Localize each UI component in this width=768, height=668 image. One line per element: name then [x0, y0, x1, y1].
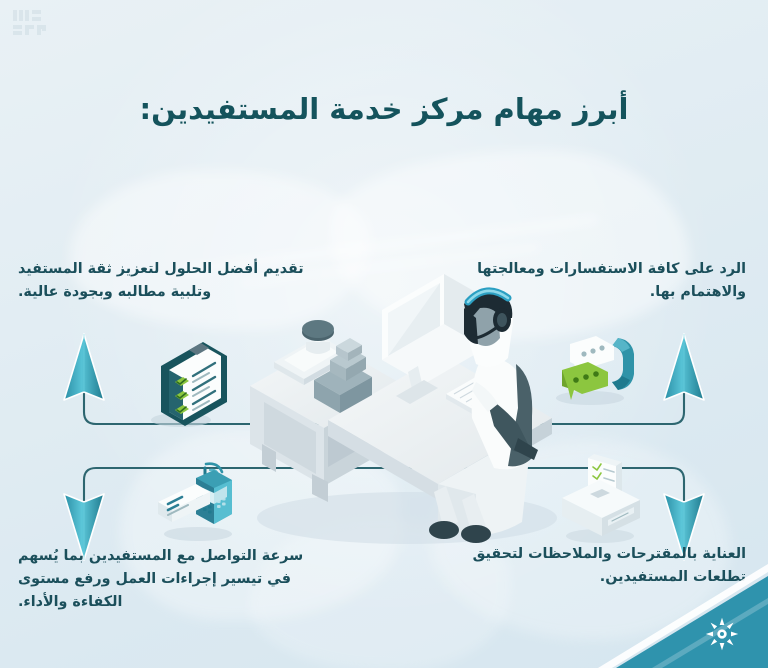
mobile-message-icon	[148, 458, 248, 546]
watermark-logo	[13, 10, 46, 35]
corner-ribbon	[598, 564, 768, 668]
suggestion-box-icon	[548, 452, 652, 546]
arrow-up-left	[63, 333, 105, 401]
call-center-agent-illustration	[250, 274, 557, 544]
clipboard-checklist-icon	[145, 332, 241, 432]
arrow-up-right	[663, 333, 705, 401]
item-text-inquiries: الرد على كافة الاستفسارات ومعالجتها والا…	[477, 261, 746, 301]
item-text-best-solutions: تقديم أفضل الحلول لتعزيز ثقة المستفيد وت…	[18, 261, 304, 301]
phone-chat-icon	[548, 330, 648, 410]
sunburst-logo	[705, 617, 739, 651]
item-text-suggestions: العناية بالمقترحات والملاحظات لتحقيق تطل…	[472, 546, 746, 586]
item-text-fast-communication: سرعة التواصل مع المستفيدين بما يُسهم في …	[18, 548, 304, 611]
page-title: أبرز مهام مركز خدمة المستفيدين:	[139, 92, 629, 126]
